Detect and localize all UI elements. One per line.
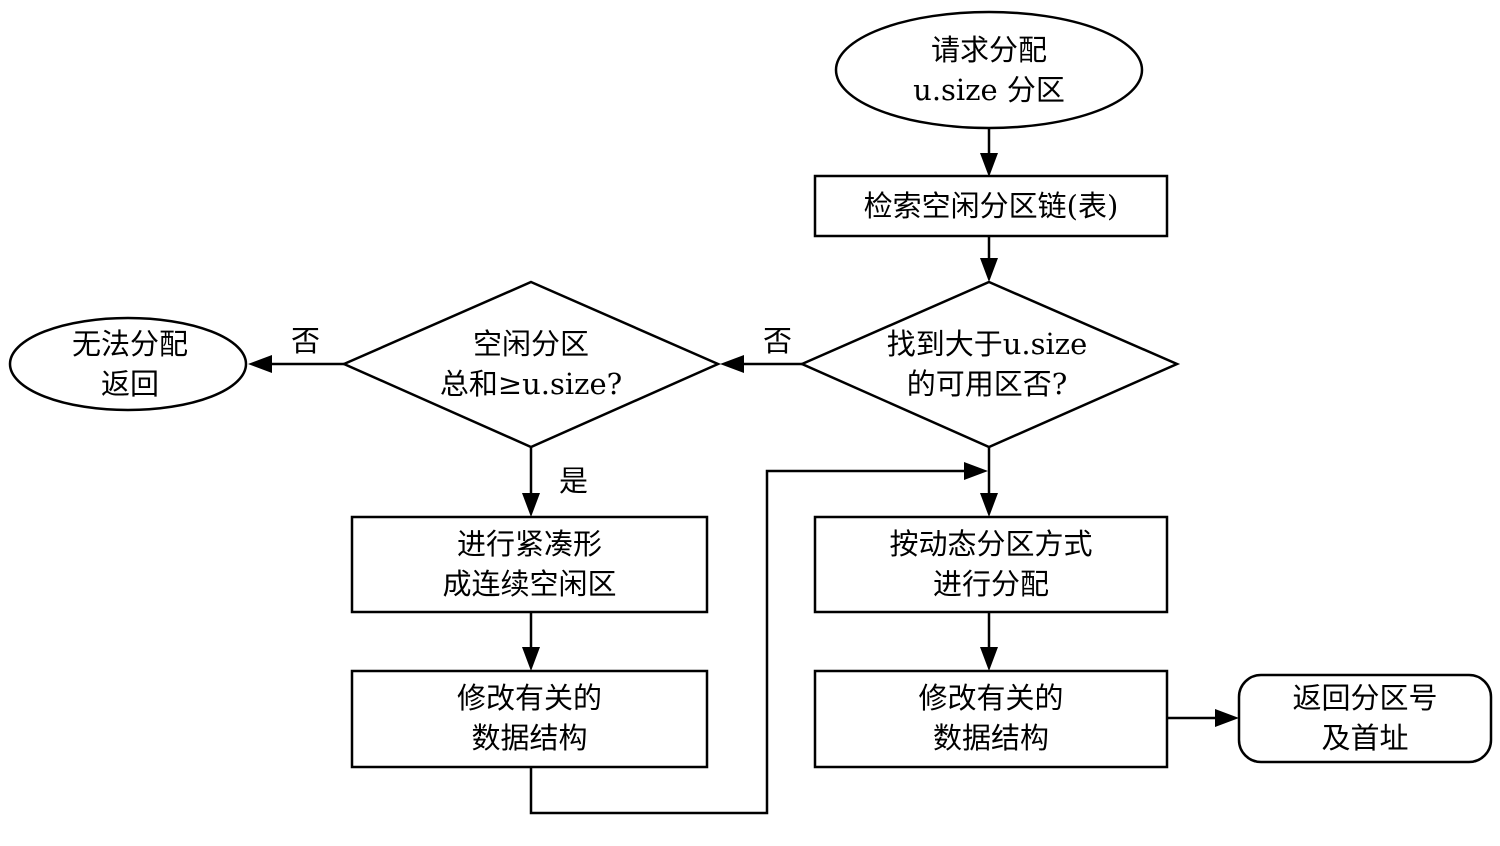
start-node-line-1: 请求分配 — [930, 33, 1047, 67]
modify-right-node-line-1: 修改有关的 — [918, 681, 1064, 715]
modify-right-node-line-2: 数据结构 — [932, 721, 1049, 755]
start-node-shape — [834, 10, 1144, 130]
modify-right-node-label: 修改有关的 数据结构 — [815, 678, 1167, 758]
start-node-label: 请求分配 u.size 分区 — [839, 30, 1139, 110]
shapes — [8, 10, 1493, 769]
allocate-node-shape — [813, 515, 1169, 614]
modify-left-node-shape — [350, 669, 709, 769]
arrow-find-to-total — [720, 355, 744, 373]
edge-label-find-no: 否 — [763, 324, 793, 358]
arrow-allocate-to-modify-right — [980, 647, 998, 671]
fail-node-line-2: 返回 — [100, 367, 159, 401]
arrow-compact-to-modify-left — [522, 647, 540, 671]
find-decision-label: 找到大于u.size 的可用区否? — [867, 324, 1107, 404]
find-decision-line-2: 的可用区否? — [906, 367, 1068, 401]
return-node-line-2: 及首址 — [1321, 721, 1409, 755]
total-decision-label: 空闲分区 总和≥u.size? — [411, 324, 651, 404]
total-decision-line-2: 总和≥u.size? — [439, 367, 623, 401]
modify-right-node-shape — [813, 669, 1169, 769]
modify-left-node-label: 修改有关的 数据结构 — [352, 678, 707, 758]
edge-modify-left-loop — [529, 469, 968, 815]
find-decision-shape — [798, 280, 1181, 449]
search-node-line-1: 检索空闲分区链(表) — [863, 189, 1119, 223]
allocate-node-line-1: 按动态分区方式 — [889, 527, 1093, 561]
allocate-node-line-2: 进行分配 — [932, 567, 1049, 601]
arrow-start-to-search — [980, 153, 998, 177]
modify-left-node-line-2: 数据结构 — [471, 721, 588, 755]
compact-node-line-1: 进行紧凑形 — [456, 527, 602, 561]
fail-node-shape — [8, 316, 248, 412]
arrow-total-to-compact — [522, 493, 540, 517]
arrow-modify-right-to-return — [1215, 709, 1239, 727]
edge-label-total-no: 否 — [291, 324, 321, 358]
fail-node-label: 无法分配 返回 — [30, 324, 230, 404]
compact-node-shape — [350, 515, 709, 614]
connectors — [248, 128, 1239, 815]
start-node-line-2: u.size 分区 — [913, 73, 1065, 107]
compact-node-label: 进行紧凑形 成连续空闲区 — [352, 524, 707, 604]
total-decision-shape — [340, 280, 722, 449]
return-node-shape — [1237, 673, 1493, 764]
return-node-label: 返回分区号 及首址 — [1239, 678, 1491, 758]
total-decision-line-1: 空闲分区 — [472, 327, 589, 361]
arrow-search-to-find — [980, 258, 998, 282]
allocate-node-label: 按动态分区方式 进行分配 — [815, 524, 1167, 604]
arrow-find-to-allocate — [980, 493, 998, 517]
return-node-line-1: 返回分区号 — [1292, 681, 1438, 715]
search-node-shape — [813, 174, 1169, 238]
compact-node-line-2: 成连续空闲区 — [442, 567, 617, 601]
fail-node-line-1: 无法分配 — [71, 327, 188, 361]
edge-label-total-yes: 是 — [559, 464, 589, 498]
search-node-label: 检索空闲分区链(表) — [815, 186, 1167, 226]
arrow-total-to-fail — [248, 355, 272, 373]
modify-left-node-line-1: 修改有关的 — [456, 681, 602, 715]
find-decision-line-1: 找到大于u.size — [886, 327, 1088, 361]
arrow-loop-to-allocate — [964, 462, 988, 480]
